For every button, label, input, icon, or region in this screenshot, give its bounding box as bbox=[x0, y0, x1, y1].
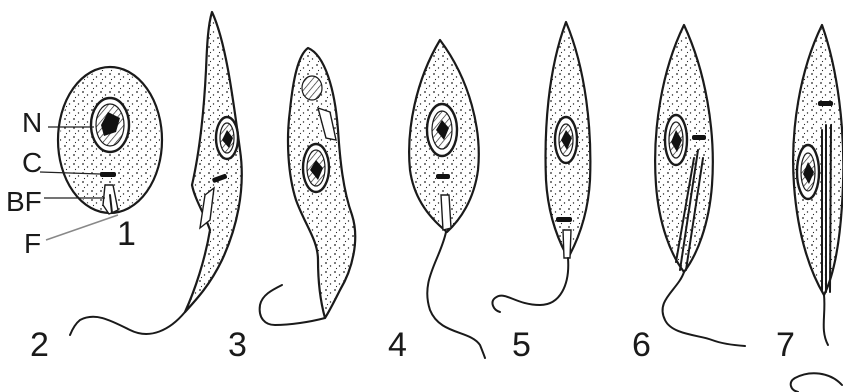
stage-6-promastigote: 6 bbox=[632, 25, 745, 364]
stage-7-promastigote: 7 bbox=[776, 25, 843, 392]
kinetoplast-mark bbox=[100, 172, 116, 177]
stage-number-5: 5 bbox=[512, 326, 531, 364]
label-kinetoplast: C bbox=[22, 147, 42, 178]
stage-number-2: 2 bbox=[30, 326, 49, 364]
stage-5-promastigote: 5 bbox=[493, 22, 591, 364]
label-nucleus: N bbox=[22, 107, 42, 138]
stage-4-promastigote: 4 bbox=[388, 40, 485, 364]
stage-number-1: 1 bbox=[117, 215, 136, 253]
stage-number-6: 6 bbox=[632, 326, 651, 364]
stage-number-7: 7 bbox=[776, 326, 795, 364]
stage-number-4: 4 bbox=[388, 326, 407, 364]
label-basal-body: BF bbox=[6, 186, 42, 217]
stage-3-promastigote: 3 bbox=[228, 48, 355, 364]
stage-1-amastigote: N C BF F 1 bbox=[6, 67, 162, 259]
label-flagellum: F bbox=[24, 228, 41, 259]
stage-number-3: 3 bbox=[228, 326, 247, 364]
